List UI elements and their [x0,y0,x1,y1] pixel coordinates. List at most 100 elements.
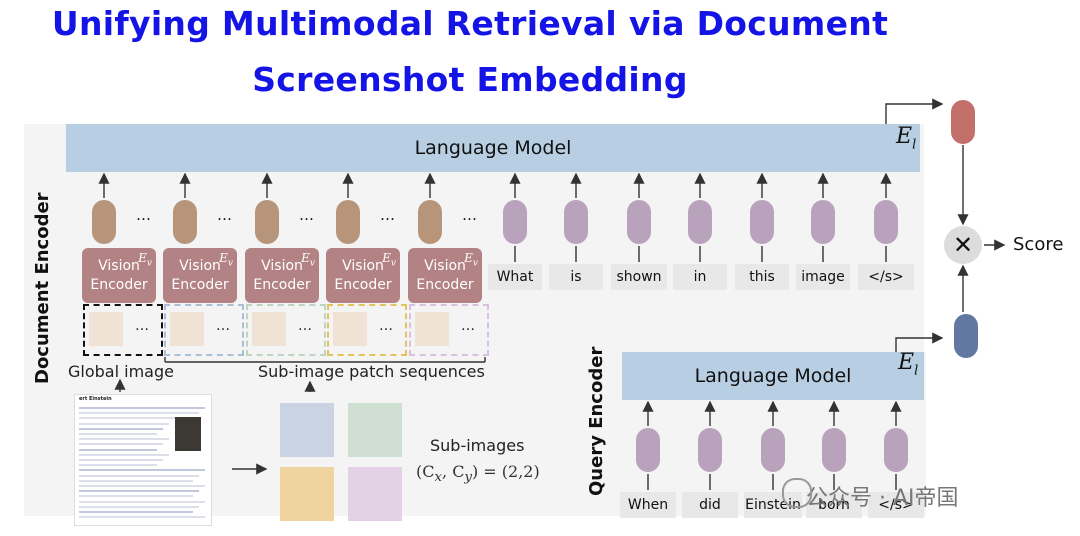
text-token-embedding-5 [750,200,774,244]
query-token-1: When [620,492,676,518]
document-screenshot: ert Einstein [74,394,212,526]
watermark: 公众号 · AI帝国 [806,486,959,511]
query-language-model: Language Model [622,352,924,400]
text-token-embedding-4 [688,200,712,244]
query-el-symbol: El [898,350,919,379]
document-language-model-label: Language Model [414,137,572,159]
vision-token-ellipsis: … [299,206,315,224]
global-image-patch-box: … [83,304,163,356]
query-token-embedding-5 [884,428,908,472]
query-token-embedding-4 [822,428,846,472]
global-image-caption: Global image [68,362,174,381]
document-text-line [79,505,199,508]
text-token-5: this [735,264,789,290]
vision-encoder-ev-symbol: Ev [219,251,233,269]
document-text-line [79,438,169,441]
vision-token-ellipsis: … [462,206,478,224]
subimage-bottom-left [280,467,334,521]
document-text-line [79,485,205,487]
vision-token-3 [255,200,279,244]
text-token-4: in [673,264,727,290]
subimage-top-right [348,403,402,457]
text-token-embedding-1 [503,200,527,244]
score-label: Score [1013,234,1064,255]
title-line-2: Screenshot Embedding [252,60,688,99]
patch-square [415,312,449,346]
query-token-5: </s> [868,492,924,518]
text-token-embedding-7 [874,200,898,244]
document-text-line [79,448,157,451]
vision-encoder-ev-symbol: Ev [382,251,396,269]
document-language-model: Language Model [66,124,920,172]
subimage-patch-box-1: … [164,304,244,356]
title-line-1: Unifying Multimodal Retrieval via Docume… [51,4,889,43]
query-token-embedding-3 [761,428,785,472]
vision-encoder-label: Vision Encoder [253,258,311,293]
query-token-embedding-1 [636,428,660,472]
vision-encoder-label: Vision Encoder [90,258,148,293]
subimage-patch-caption: Sub-image patch sequences [258,362,485,381]
patch-ellipsis: … [379,318,393,334]
patch-ellipsis: … [461,318,475,334]
vision-encoder-ev-symbol: Ev [301,251,315,269]
patch-square [252,312,286,346]
subimages-formula: (Cx, Cy) = (2,2) [416,462,540,486]
document-title: ert Einstein [79,396,112,402]
query-token-4: born [806,492,862,518]
query-language-model-label: Language Model [694,365,852,387]
vision-token-ellipsis: … [217,206,233,224]
document-text-line [79,433,157,435]
document-text-line [79,474,199,477]
vision-token-4 [336,200,360,244]
document-text-line [79,479,193,482]
patch-ellipsis: … [298,318,312,334]
document-portrait [175,417,201,451]
text-token-3: shown [611,264,667,290]
query-token-2: did [682,492,738,518]
vision-token-ellipsis: … [380,206,396,224]
patch-ellipsis: … [216,318,230,334]
vision-encoder-ev-symbol: Ev [138,251,152,269]
document-text-line [79,490,199,493]
vision-encoder-label: Vision Encoder [334,258,392,293]
text-token-6: image [796,264,850,290]
vision-encoder-ev-symbol: Ev [464,251,478,269]
document-embedding [951,100,975,144]
document-text-line [79,495,193,498]
document-text-line [79,427,163,430]
text-token-7: </s> [858,264,914,290]
patch-square [170,312,204,346]
subimage-patch-box-3: … [327,304,407,356]
text-token-embedding-3 [627,200,651,244]
subimage-patch-box-2: … [246,304,326,356]
subimage-patch-box-4: … [409,304,489,356]
document-el-symbol: El [896,124,917,153]
document-text-line [79,459,163,461]
text-token-1: What [488,264,542,290]
patch-square [333,312,367,346]
vision-encoder-label: Vision Encoder [416,258,474,293]
text-token-embedding-2 [564,200,588,244]
document-text-line [79,453,169,456]
document-text-line [79,443,163,446]
patch-ellipsis: … [135,318,149,334]
subimages-label: Sub-images [430,436,525,455]
subimage-bottom-right [348,467,402,521]
document-text-line [79,516,205,519]
text-token-embedding-6 [811,200,835,244]
vision-token-ellipsis: … [136,206,152,224]
document-text-line [79,417,193,420]
patch-square [89,312,123,346]
multiply-operator: ✕ [944,226,982,264]
query-token-embedding-2 [698,428,722,472]
text-token-2: is [549,264,603,290]
document-text-line [79,412,199,415]
vision-token-5 [418,200,442,244]
wechat-icon [782,478,812,508]
